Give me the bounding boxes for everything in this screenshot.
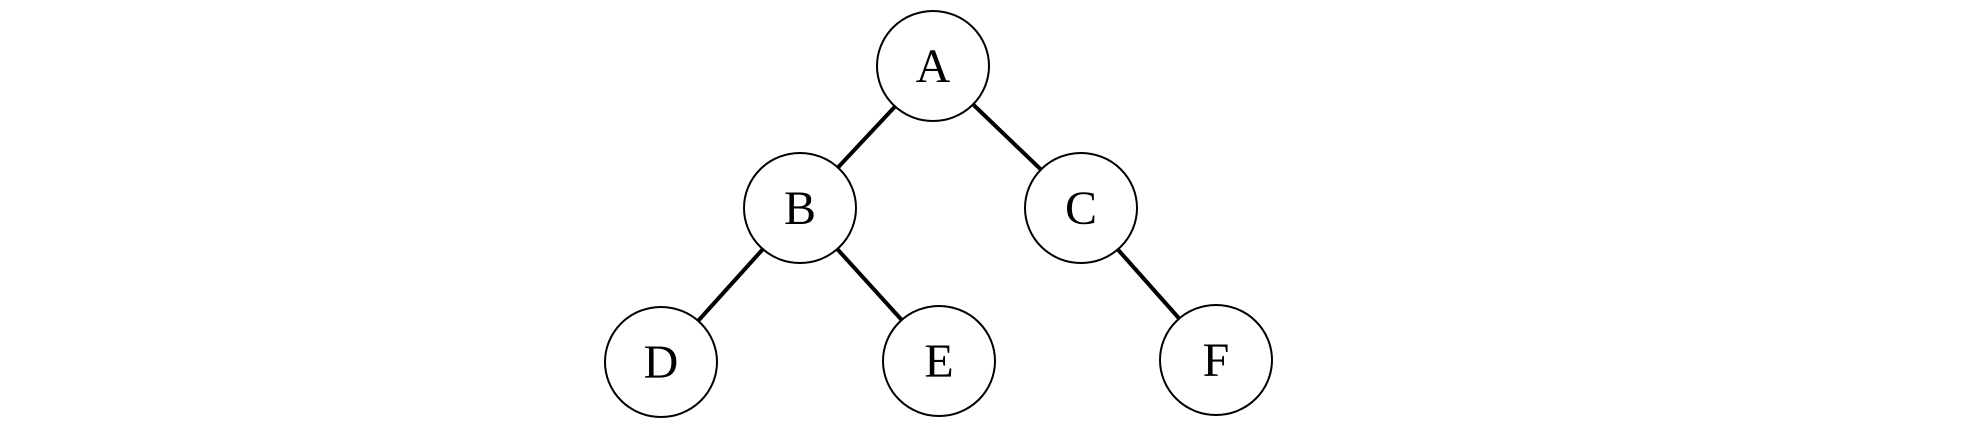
tree-node-circle-B — [743, 152, 857, 264]
tree-node-E: E — [882, 305, 996, 417]
tree-node-label-D: D — [644, 336, 679, 389]
tree-node-label-C: C — [1065, 182, 1097, 235]
tree-node-circle-D — [604, 306, 718, 418]
tree-node-F: F — [1159, 304, 1273, 416]
tree-node-label-F: F — [1203, 334, 1230, 387]
tree-node-circle-F — [1159, 304, 1273, 416]
tree-node-label-B: B — [784, 182, 816, 235]
tree-node-D: D — [604, 306, 718, 418]
tree-node-circle-E — [882, 305, 996, 417]
tree-node-A: A — [876, 10, 990, 122]
tree-node-circle-C — [1024, 152, 1138, 264]
tree-node-B: B — [743, 152, 857, 264]
tree-node-label-A: A — [916, 40, 951, 93]
tree-node-circle-A — [876, 10, 990, 122]
tree-node-label-E: E — [924, 335, 953, 388]
tree-node-C: C — [1024, 152, 1138, 264]
